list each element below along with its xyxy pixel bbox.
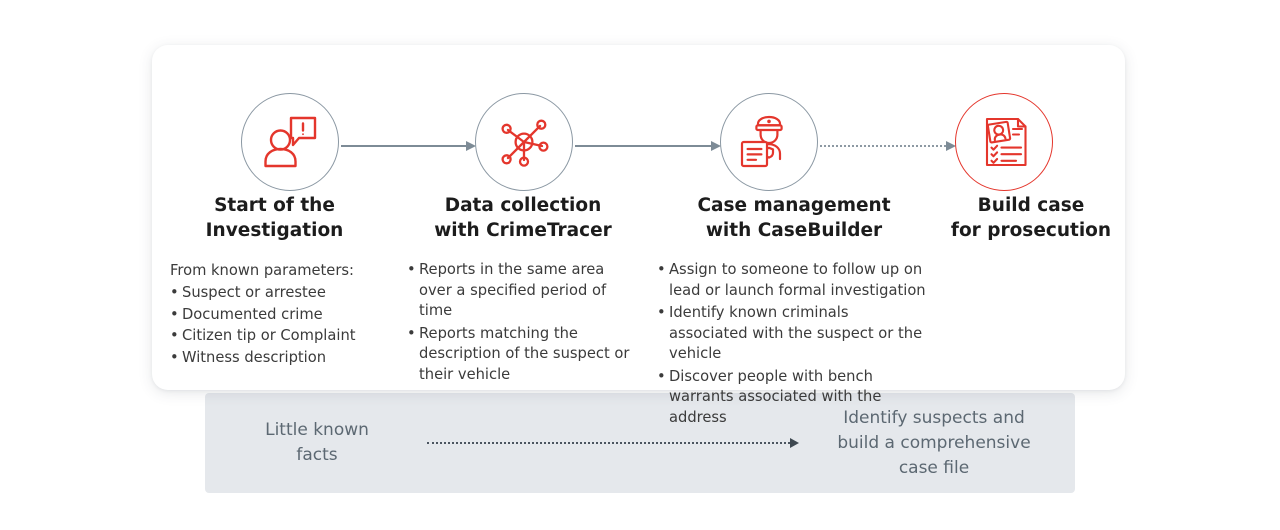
summary-arrow-head: [790, 438, 799, 448]
column-title-line-2: for prosecution: [950, 220, 1112, 241]
connector-arrowhead: [711, 141, 721, 151]
column-bullet-list: Reports in the same area over a specifie…: [407, 260, 639, 385]
flow-circle-row: [152, 65, 1125, 215]
flow-text-columns: Start of the Investigation From known pa…: [152, 193, 1125, 430]
flow-node-start-of-investigation[interactable]: [241, 93, 339, 191]
police-officer-document-icon: [738, 113, 800, 171]
list-item: Documented crime: [170, 305, 383, 326]
flow-node-build-case[interactable]: [955, 93, 1053, 191]
connector-arrowhead: [466, 141, 476, 151]
column-title-line-1: Data collection: [444, 195, 602, 216]
summary-right-label: Identify suspects and build a comprehens…: [809, 406, 1059, 481]
connector-line: [341, 145, 466, 147]
column-title-line-1: Build case: [977, 195, 1085, 216]
summary-left-line-2: facts: [296, 445, 338, 465]
column-bullet-list: Assign to someone to follow up on lead o…: [657, 260, 931, 428]
column-title-line-2: with CaseBuilder: [705, 220, 883, 241]
dotted-arrow-right-icon: [427, 438, 799, 448]
column-bullet-list: Suspect or arrestee Documented crime Cit…: [166, 283, 383, 368]
list-item: Reports in the same area over a specifie…: [407, 260, 639, 322]
column-title-line-1: Start of the: [214, 195, 335, 216]
column-title: Start of the Investigation: [166, 193, 383, 243]
list-item: Suspect or arrestee: [170, 283, 383, 304]
summary-arrow-container: [417, 438, 809, 448]
summary-right-line-3: case file: [898, 457, 970, 478]
list-item: Reports matching the description of the …: [407, 324, 639, 386]
flow-node-case-management[interactable]: [720, 93, 818, 191]
column-title: Build case for prosecution: [941, 193, 1121, 243]
list-item: Discover people with bench warrants asso…: [657, 367, 931, 429]
connector-dotted-line: [820, 145, 946, 147]
connector-arrowhead: [946, 141, 956, 151]
summary-left-label: Little known facts: [217, 418, 417, 468]
column-title-line-1: Case management: [697, 195, 891, 216]
column-intro-text: From known parameters:: [170, 262, 354, 279]
network-nodes-icon: [495, 113, 553, 171]
flow-column-build-case: Build case for prosecution: [937, 193, 1125, 430]
column-title: Case management with CaseBuilder: [657, 193, 931, 243]
case-file-photo-checklist-icon: [976, 113, 1032, 171]
connector-step3-to-step4: [820, 140, 956, 152]
list-item: Witness description: [170, 348, 383, 369]
column-title-line-2: Investigation: [205, 220, 344, 241]
list-item: Assign to someone to follow up on lead o…: [657, 260, 931, 301]
column-title: Data collection with CrimeTracer: [407, 193, 639, 243]
connector-step2-to-step3: [575, 140, 721, 152]
connector-line: [575, 145, 711, 147]
flow-node-data-collection[interactable]: [475, 93, 573, 191]
flow-column-data-collection: Data collection with CrimeTracer Reports…: [397, 193, 647, 430]
person-alert-icon: [261, 114, 319, 170]
flow-card: Start of the Investigation From known pa…: [152, 45, 1125, 426]
column-title-line-2: with CrimeTracer: [434, 220, 612, 241]
flow-column-start-of-investigation: Start of the Investigation From known pa…: [152, 193, 397, 430]
connector-step1-to-step2: [341, 140, 476, 152]
list-item: Identify known criminals associated with…: [657, 303, 931, 365]
summary-left-line-1: Little known: [265, 420, 369, 440]
list-item: Citizen tip or Complaint: [170, 326, 383, 347]
summary-arrow-line: [427, 442, 790, 444]
summary-right-line-2: build a comprehensive: [837, 432, 1031, 453]
flow-column-case-management: Case management with CaseBuilder Assign …: [647, 193, 937, 430]
